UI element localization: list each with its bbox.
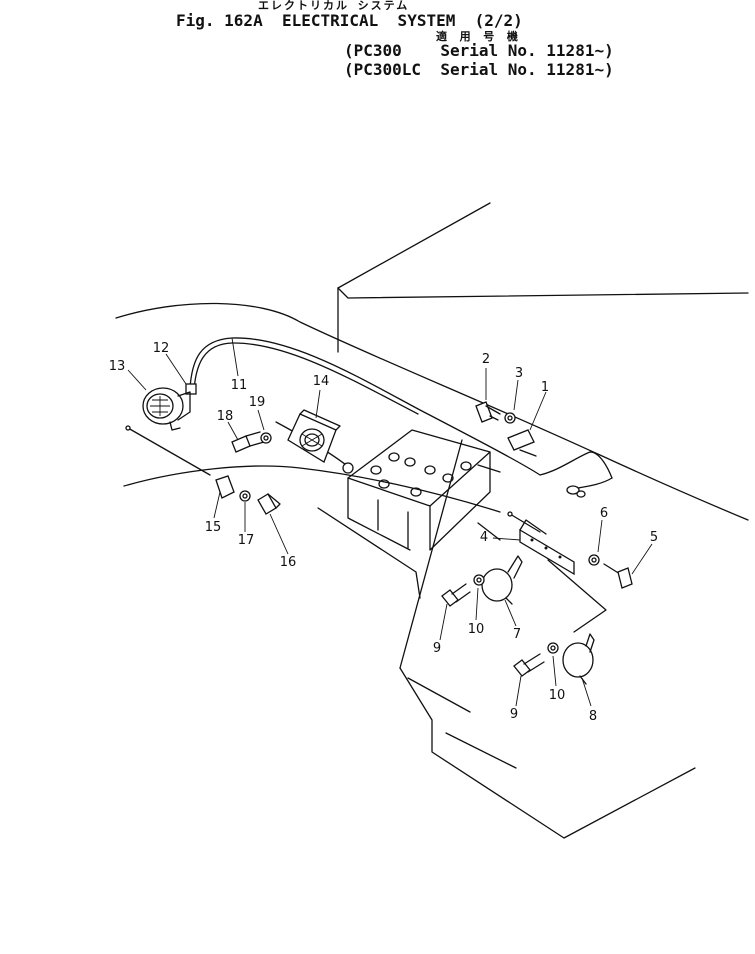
horn-bracket-part-4 — [507, 511, 607, 633]
callout-2: 2 — [482, 352, 490, 367]
bolt-part-2 — [475, 401, 501, 423]
callout-labels: 1 2 3 4 5 6 7 8 9 9 10 10 11 12 13 14 15… — [109, 341, 658, 724]
bolt-part-18 — [231, 431, 265, 453]
horn-part-8 — [562, 633, 595, 685]
callout-10-upper: 10 — [468, 622, 485, 637]
washer-part-17 — [239, 490, 251, 502]
callout-9-lower: 9 — [510, 707, 518, 722]
speaker-part-14 — [287, 409, 341, 463]
callout-8: 8 — [589, 709, 597, 724]
serial-line-pc300lc: (PC300LC Serial No. 11281~) — [344, 60, 614, 79]
bolt-part-9-upper — [441, 583, 471, 607]
bolt-part-9-lower — [513, 653, 545, 677]
horn-part-7 — [481, 555, 523, 605]
callout-15: 15 — [205, 520, 222, 535]
callout-4: 4 — [480, 530, 488, 545]
callout-1: 1 — [541, 380, 549, 395]
applicability-label: 適 用 号 機 — [436, 30, 521, 43]
callout-7: 7 — [513, 627, 521, 642]
leader-lines — [127, 337, 653, 707]
callout-3: 3 — [515, 366, 523, 381]
washer-part-3 — [504, 412, 516, 424]
washer-part-19 — [260, 432, 272, 444]
machine-frame-outline — [115, 202, 749, 839]
japanese-title: エレクトリカル システム — [258, 0, 410, 12]
washer-part-10-upper — [473, 574, 485, 586]
callout-11: 11 — [231, 378, 248, 393]
washer-part-6 — [588, 554, 600, 566]
callout-13: 13 — [109, 359, 126, 374]
callout-5: 5 — [650, 530, 658, 545]
callout-12: 12 — [153, 341, 170, 356]
callout-17: 17 — [238, 533, 255, 548]
bolt-part-5 — [603, 563, 633, 589]
callout-19: 19 — [249, 395, 266, 410]
callout-18: 18 — [217, 409, 234, 424]
callout-10-lower: 10 — [549, 688, 566, 703]
wiring-harness — [185, 337, 613, 498]
bolt-part-16 — [257, 493, 281, 515]
callout-6: 6 — [600, 506, 608, 521]
battery-box — [347, 429, 491, 551]
callout-9-upper: 9 — [433, 641, 441, 656]
callout-16: 16 — [280, 555, 297, 570]
figure-title: Fig. 162A ELECTRICAL SYSTEM (2/2) — [176, 11, 523, 30]
bracket-part-15 — [125, 425, 235, 499]
relay-part-1 — [507, 429, 537, 457]
washer-part-10-lower — [547, 642, 559, 654]
serial-line-pc300: (PC300 Serial No. 11281~) — [344, 41, 614, 60]
rotating-lamp-part-13 — [142, 387, 191, 431]
callout-14: 14 — [313, 374, 330, 389]
